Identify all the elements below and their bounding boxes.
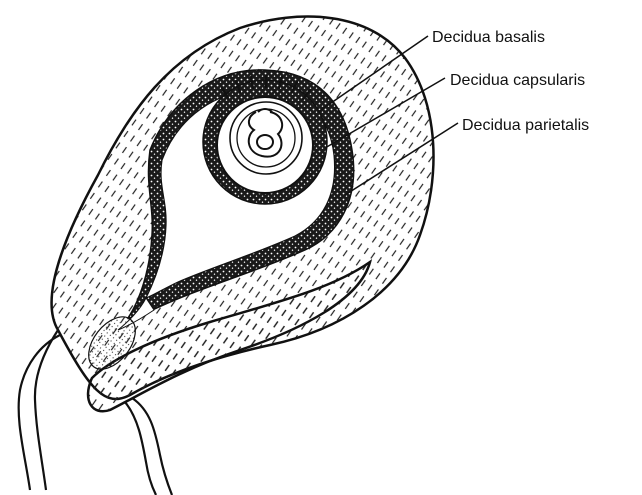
label-decidua-capsularis: Decidua capsularis <box>450 72 585 89</box>
label-decidua-parietalis: Decidua parietalis <box>462 117 589 134</box>
label-decidua-basalis: Decidua basalis <box>432 29 545 46</box>
